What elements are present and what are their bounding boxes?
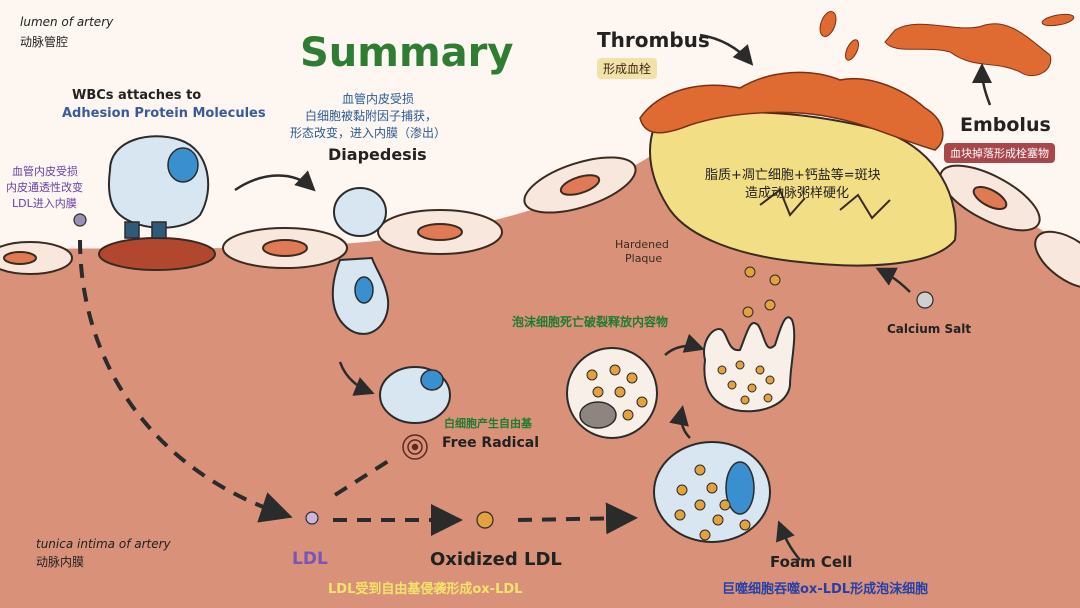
thrombus-cn-badge: 形成血栓: [597, 58, 658, 79]
thrombus-label: Thrombus: [597, 28, 710, 52]
calcium-salt-particle: [916, 291, 934, 309]
endo-cn-line2: 白细胞被黏附因子捕获，: [305, 109, 438, 123]
foam-cn-caption: 巨噬细胞吞噬ox-LDL形成泡沫细胞: [722, 582, 929, 597]
diapedesis-label: Diapedesis: [328, 145, 427, 164]
left-cn-line2: 内皮通透性改变: [6, 181, 83, 194]
embolus-fragments: [819, 11, 1075, 77]
ldl-particle: [305, 511, 319, 525]
ldl-cn-caption: LDL受到自由基侵袭形成ox-LDL: [328, 582, 523, 597]
wbc-radical-cn: 白细胞产生自由基: [444, 417, 532, 430]
foam-cell-label: Foam Cell: [770, 553, 853, 571]
oxidized-ldl-label: Oxidized LDL: [430, 549, 562, 570]
plaque-crack: [759, 188, 806, 217]
ldl-pathway-arrows: [78, 239, 638, 536]
damaged-endothelial-cell: [98, 237, 216, 271]
lumen-label-en: lumen of artery: [20, 15, 114, 29]
macrophage: [653, 441, 771, 543]
tunica-label-en: tunica intima of artery: [36, 537, 171, 551]
free-radical-icon: [402, 434, 428, 460]
plaque-cn-line2: 造成动脉粥样硬化: [745, 186, 850, 201]
left-cn-line3: LDL进入内膜: [12, 197, 77, 210]
left-cn-line1: 血管内皮受损: [12, 165, 78, 178]
lumen-label-cn: 动脉管腔: [20, 35, 69, 49]
wbc-diapedesis: [331, 187, 390, 335]
ldl-label: LDL: [292, 549, 328, 569]
oxidized-ldl-particle: [476, 511, 494, 529]
plaque-cn-line1: 脂质+凋亡细胞+钙盐等=斑块: [705, 168, 881, 183]
wbc-label-line2: Adhesion Protein Molecules: [62, 106, 266, 121]
endothelial-cells: [0, 156, 1080, 290]
ruptured-foam-cell: [703, 266, 796, 413]
wbc-attached: [108, 135, 210, 239]
thrombus: [639, 71, 944, 151]
hardened-plaque-line1: Hardened: [615, 238, 669, 251]
endo-cn-line3: 形态改变，进入内膜（渗出）: [290, 126, 447, 140]
free-radical-label: Free Radical: [442, 435, 540, 451]
ldl-particle-entering: [73, 213, 87, 227]
tunica-label-cn: 动脉内膜: [36, 555, 85, 569]
calcium-salt-label: Calcium Salt: [887, 322, 972, 336]
embolus-label: Embolus: [960, 114, 1051, 136]
page-title: Summary: [300, 30, 514, 76]
process-arrows: [234, 33, 993, 561]
plaque-crack: [839, 193, 891, 220]
foam-cell: [566, 347, 658, 439]
plaque: [649, 111, 957, 267]
embolus-cn-badge: 血块掉落形成栓塞物: [944, 143, 1055, 163]
endo-cn-line1: 血管内皮受损: [342, 92, 415, 106]
wbc-label-line1: WBCs attaches to: [72, 88, 202, 103]
hardened-plaque-line2: Plaque: [625, 252, 663, 265]
wbc-in-tissue: [379, 366, 451, 424]
foam-death-cn: 泡沫细胞死亡破裂释放内容物: [512, 315, 669, 329]
